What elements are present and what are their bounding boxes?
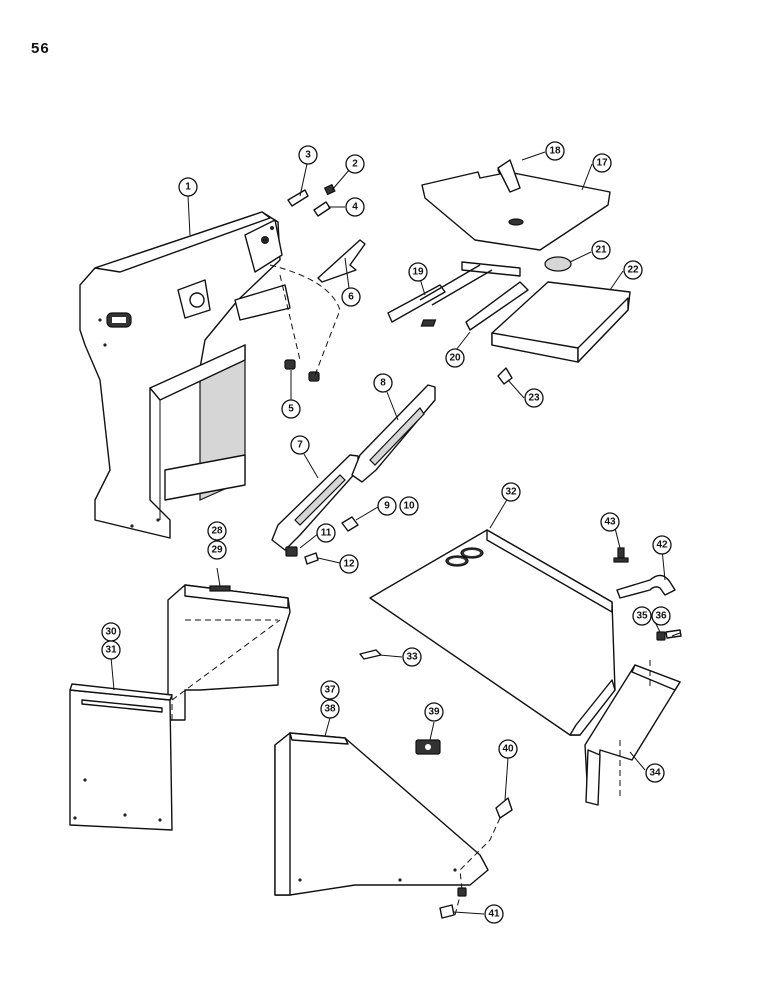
callout-5: 5 <box>281 399 301 419</box>
callout-3: 3 <box>298 145 318 165</box>
svg-text:41: 41 <box>488 909 500 920</box>
callout-37: 37 <box>320 680 340 700</box>
svg-text:33: 33 <box>406 652 418 663</box>
callout-43: 43 <box>600 512 620 532</box>
callout-32: 32 <box>501 482 521 502</box>
latch-39 <box>415 739 441 755</box>
callout-40: 40 <box>498 739 518 759</box>
svg-text:21: 21 <box>595 245 607 256</box>
strip-33 <box>359 649 382 660</box>
svg-text:36: 36 <box>655 611 667 622</box>
svg-text:3: 3 <box>305 150 311 161</box>
bolt-43 <box>617 547 625 559</box>
console-pedestal <box>79 211 291 539</box>
hood-32 <box>369 529 616 736</box>
svg-text:42: 42 <box>656 540 668 551</box>
svg-text:17: 17 <box>596 158 608 169</box>
callout-7: 7 <box>290 435 310 455</box>
callout-6: 6 <box>341 287 361 307</box>
callout-4: 4 <box>345 197 365 217</box>
callout-42: 42 <box>652 535 672 555</box>
clip-40 <box>495 797 513 819</box>
svg-text:19: 19 <box>412 267 424 278</box>
page-number: 56 <box>31 40 50 57</box>
svg-text:35: 35 <box>636 611 648 622</box>
svg-text:38: 38 <box>324 704 336 715</box>
svg-text:1: 1 <box>185 182 191 193</box>
callout-12: 12 <box>339 554 359 574</box>
callout-31: 31 <box>101 640 121 660</box>
cover-plate-17 <box>421 169 611 251</box>
svg-text:9: 9 <box>384 501 390 512</box>
callout-10: 10 <box>399 496 419 516</box>
side-panel-37-38 <box>274 732 489 896</box>
pin-and-bolts <box>284 183 336 382</box>
callout-1: 1 <box>178 177 198 197</box>
svg-text:7: 7 <box>297 440 303 451</box>
callout-38: 38 <box>320 699 340 719</box>
side-plate-8 <box>351 384 436 483</box>
svg-text:5: 5 <box>288 404 294 415</box>
bolt-41 <box>457 887 467 897</box>
svg-text:23: 23 <box>528 393 540 404</box>
svg-text:31: 31 <box>105 645 117 656</box>
callout-8: 8 <box>373 373 393 393</box>
panel-30-31 <box>69 683 173 831</box>
callout-20: 20 <box>445 348 465 368</box>
callout-36: 36 <box>651 606 671 626</box>
svg-text:28: 28 <box>211 526 223 537</box>
housing-28-29 <box>167 584 291 721</box>
callout-23: 23 <box>524 388 544 408</box>
callout-19: 19 <box>408 262 428 282</box>
callout-39: 39 <box>424 702 444 722</box>
trough-34 <box>584 664 681 806</box>
callout-34: 34 <box>645 763 665 783</box>
hose-42 <box>616 574 676 599</box>
svg-text:12: 12 <box>343 559 355 570</box>
svg-text:10: 10 <box>403 501 415 512</box>
svg-text:11: 11 <box>321 528 332 539</box>
svg-text:22: 22 <box>627 265 639 276</box>
svg-text:18: 18 <box>549 146 561 157</box>
callout-41: 41 <box>484 904 504 924</box>
callout-35: 35 <box>632 606 652 626</box>
svg-text:29: 29 <box>211 545 223 556</box>
svg-text:30: 30 <box>105 627 117 638</box>
svg-text:32: 32 <box>505 487 517 498</box>
svg-text:20: 20 <box>449 353 461 364</box>
callout-21: 21 <box>591 240 611 260</box>
svg-text:8: 8 <box>380 378 386 389</box>
callout-22: 22 <box>623 260 643 280</box>
cap-21 <box>544 256 572 272</box>
callout-11: 11 <box>316 523 336 543</box>
callout-9: 9 <box>377 496 397 516</box>
bracket-18 <box>497 159 521 193</box>
svg-text:2: 2 <box>352 159 358 170</box>
callout-2: 2 <box>345 154 365 174</box>
svg-text:39: 39 <box>428 707 440 718</box>
svg-text:4: 4 <box>352 202 358 213</box>
callouts: 1 2 3 4 5 6 7 8 9 10 11 12 17 18 19 20 2… <box>101 141 672 924</box>
callout-28: 28 <box>207 521 227 541</box>
svg-text:43: 43 <box>604 517 616 528</box>
callout-17: 17 <box>592 153 612 173</box>
callout-33: 33 <box>402 647 422 667</box>
callout-30: 30 <box>101 622 121 642</box>
svg-text:34: 34 <box>649 768 661 779</box>
callout-29: 29 <box>207 540 227 560</box>
box-22 <box>420 281 631 363</box>
svg-text:6: 6 <box>348 292 354 303</box>
link-plate-6 <box>317 239 366 283</box>
nut-35-36 <box>656 631 666 641</box>
svg-text:37: 37 <box>324 685 336 696</box>
svg-text:40: 40 <box>502 744 514 755</box>
frame-19 <box>387 261 529 331</box>
callout-18: 18 <box>545 141 565 161</box>
